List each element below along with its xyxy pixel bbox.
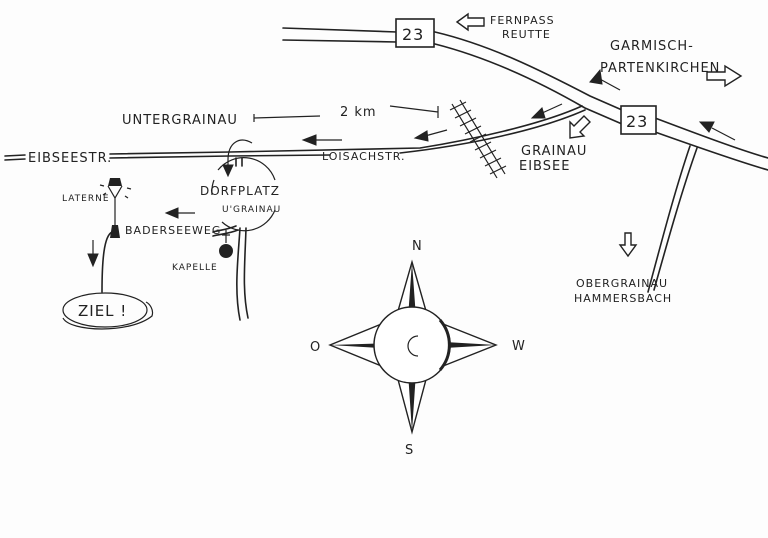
arrow-to-garmisch-icon bbox=[706, 64, 743, 88]
label-dorfplatz: DORFPLATZ bbox=[200, 184, 280, 198]
label-hammersbach: HAMMERSBACH bbox=[574, 292, 672, 305]
scale-label: 2 km bbox=[340, 105, 377, 120]
label-reutte: REUTTE bbox=[502, 28, 551, 41]
arrow-to-grainau-eibsee-icon bbox=[569, 115, 591, 139]
svg-text:23: 23 bbox=[402, 25, 424, 44]
lantern-icon bbox=[99, 178, 132, 238]
compass-o: O bbox=[310, 340, 321, 355]
scale-bar: 2 km bbox=[253, 105, 439, 122]
compass-n: N bbox=[412, 239, 423, 254]
label-fernpass: FERNPASS bbox=[490, 14, 555, 27]
label-garmisch: GARMISCH- bbox=[610, 39, 694, 54]
dorfplatz: DORFPLATZ U'GRAINAU bbox=[200, 157, 281, 321]
label-grainau: GRAINAU bbox=[521, 144, 587, 159]
label-kapelle: KAPELLE bbox=[172, 263, 218, 273]
route-arrows bbox=[87, 68, 736, 268]
label-u-grainau: U'GRAINAU bbox=[222, 205, 281, 215]
destination-ziel: ZIEL ! bbox=[62, 292, 154, 330]
chapel-icon bbox=[219, 230, 233, 258]
label-laterne: LATERNE bbox=[62, 194, 110, 204]
label-partenkirchen: PARTENKIRCHEN bbox=[600, 61, 720, 76]
path-to-ziel bbox=[101, 231, 113, 293]
label-obergrainau: OBERGRAINAU bbox=[576, 277, 668, 290]
compass-s: S bbox=[405, 443, 414, 458]
b23-road bbox=[282, 27, 768, 171]
label-eibsee: EIBSEE bbox=[519, 159, 570, 174]
label-ziel: ZIEL ! bbox=[78, 302, 127, 320]
road-sign-23-east: 23 bbox=[620, 105, 657, 135]
arrow-to-fernpass-icon bbox=[455, 12, 485, 32]
road-sign-23-west: 23 bbox=[395, 18, 435, 48]
street-label-baderseeweg: BADERSEEWEG bbox=[125, 224, 221, 237]
arrow-to-obergrainau-icon bbox=[618, 232, 638, 258]
street-label-loisachstr: LOISACHSTR. bbox=[322, 150, 406, 163]
street-label-eibseestr: EIBSEESTR. bbox=[28, 151, 112, 166]
loisachstrasse-road bbox=[4, 105, 586, 161]
obergrainau-road bbox=[647, 145, 698, 293]
railway-track bbox=[449, 99, 507, 179]
compass-w: W bbox=[512, 339, 526, 354]
compass-rose: N S O W bbox=[310, 239, 526, 458]
svg-text:23: 23 bbox=[626, 112, 648, 131]
label-untergrainau: UNTERGRAINAU bbox=[122, 113, 238, 128]
